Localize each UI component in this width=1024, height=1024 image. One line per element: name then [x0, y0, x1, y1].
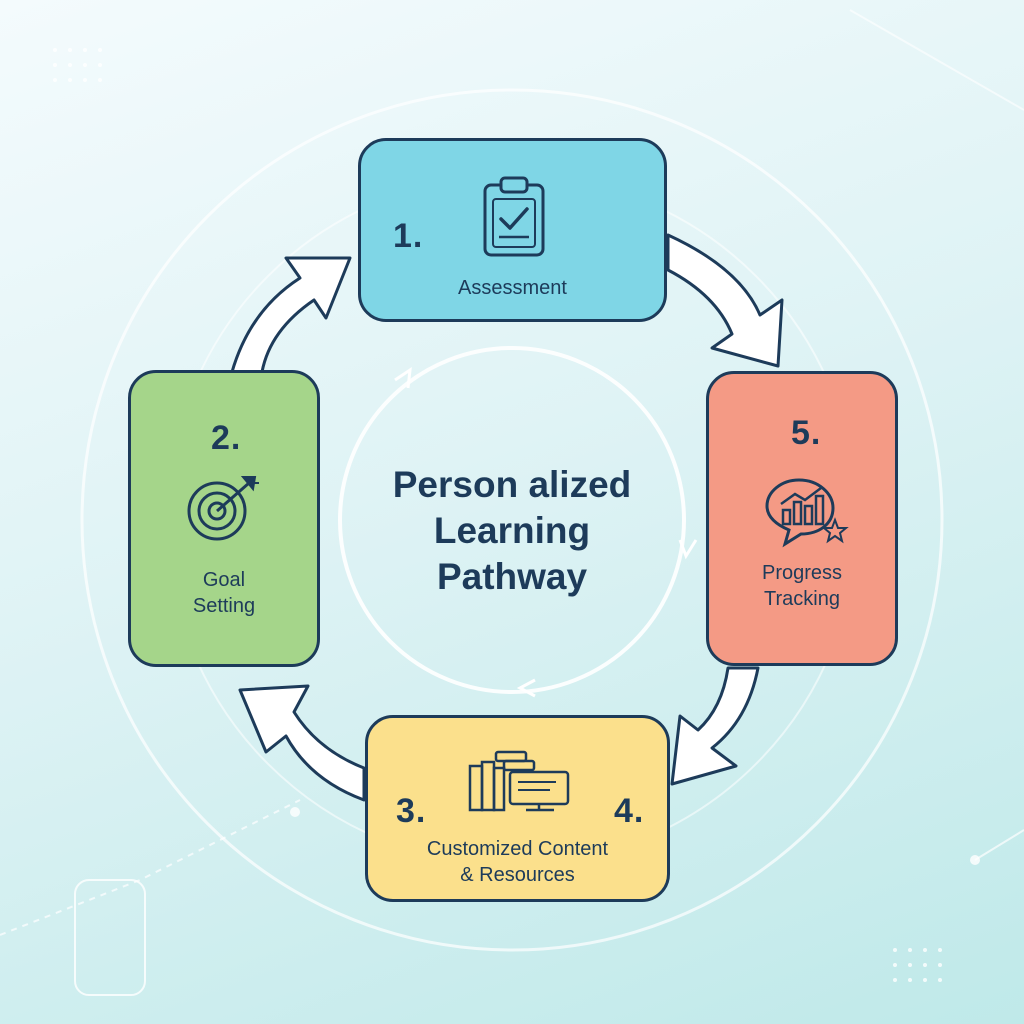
arrow-goal-to-assessment [230, 256, 352, 374]
step-label: Customized Content & Resources [426, 838, 609, 886]
step-number-3: 3. [396, 792, 427, 830]
chart-bubble-star-icon [765, 478, 849, 548]
step-label: Progress Tracking [761, 562, 843, 610]
cycle-arrows [230, 233, 784, 802]
books-monitor-icon [468, 750, 570, 812]
step-number: 1. [393, 217, 424, 255]
arrow-progress-to-content [670, 666, 760, 786]
arrow-content-to-goal [238, 684, 366, 802]
arrow-assessment-to-progress [666, 233, 784, 368]
step-number: 2. [211, 419, 242, 457]
step-label: Goal Setting [192, 569, 256, 617]
step-number-4: 4. [614, 792, 645, 830]
target-arrow-icon [187, 476, 259, 541]
step-progress-tracking-card: 5. Progress Tracking [706, 371, 898, 666]
diagram-title: Person alized Learning Pathway [392, 464, 632, 597]
step-number: 5. [791, 414, 822, 452]
step-label: Assessment [458, 277, 567, 299]
step-content-card: 3. 4. Customized Content & Resources [365, 715, 670, 902]
step-assessment-card: 1. Assessment [358, 138, 667, 322]
clipboard-check-icon [483, 176, 545, 257]
step-goal-setting-card: 2. Goal Setting [128, 370, 320, 667]
